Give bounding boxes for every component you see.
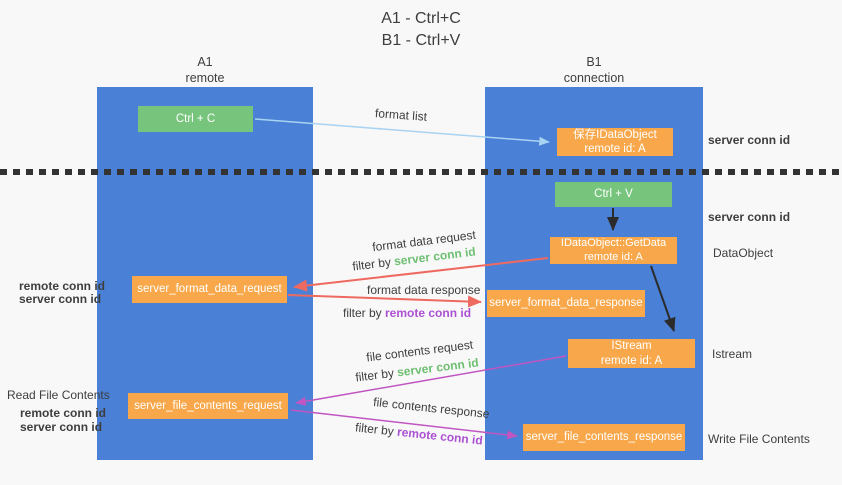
label-remote-conn-id-left-2: remote conn id	[20, 406, 107, 420]
node-ctrl-c: Ctrl + C	[138, 106, 253, 132]
label-format-list: format list	[374, 106, 428, 124]
label-remote-conn-id-left-1: remote conn id	[19, 279, 106, 293]
node-server-file-contents-request: server_file_contents_request	[128, 393, 288, 419]
node-istream-line2: remote id: A	[600, 354, 663, 367]
node-format-response-label: server_format_data_response	[489, 297, 643, 310]
label-server-conn-id-left-1: server conn id	[19, 292, 102, 306]
node-getdata-line2: remote id: A	[584, 250, 643, 263]
node-file-response-label: server_file_contents_response	[525, 431, 683, 444]
remote-conn-id-text: remote conn id	[385, 306, 472, 320]
label-format-data-response: format data response	[367, 283, 481, 297]
column-b1-name: B1	[586, 55, 602, 69]
node-istream: IStream remote id: A	[568, 339, 695, 368]
label-istream: Istream	[712, 347, 753, 361]
column-header-b1: B1 connection	[485, 55, 703, 86]
node-ctrl-v-label: Ctrl + V	[594, 188, 633, 201]
title-line-2: B1 - Ctrl+V	[381, 31, 461, 49]
node-idataobject-getdata: IDataObject::GetData remote id: A	[550, 237, 677, 264]
column-a1-role: remote	[185, 70, 225, 85]
title-line-1: A1 - Ctrl+C	[381, 10, 461, 27]
label-write-file-contents: Write File Contents	[708, 432, 810, 446]
label-server-conn-id-mid: server conn id	[708, 210, 791, 224]
label-filter-remote-conn-id-1: filter by remote conn id	[343, 306, 471, 320]
node-save-idataobject-line2: remote id: A	[584, 143, 646, 155]
session-divider-dotted-line	[0, 169, 842, 175]
column-a1-name: A1	[197, 55, 213, 69]
node-ctrl-c-label: Ctrl + C	[175, 112, 216, 125]
node-save-idataobject: 保存IDataObject remote id: A	[557, 128, 673, 156]
label-server-conn-id-left-2: server conn id	[20, 420, 103, 434]
node-ctrl-v: Ctrl + V	[555, 182, 672, 207]
label-filter-remote-conn-id-2: filter by remote conn id	[355, 420, 484, 447]
column-b1-role: connection	[563, 70, 625, 85]
node-getdata-line1: IDataObject::GetData	[560, 236, 667, 249]
column-header-a1: A1 remote	[97, 55, 313, 86]
node-save-idataobject-line1: 保存IDataObject	[573, 128, 657, 141]
filter-by-text: filter by	[351, 254, 396, 274]
filter-by-text: filter by	[354, 420, 398, 439]
node-istream-line1: IStream	[611, 340, 652, 353]
label-server-conn-id-top: server conn id	[708, 133, 791, 147]
node-server-file-contents-response: server_file_contents_response	[523, 424, 685, 451]
filter-by-text: filter by	[354, 365, 399, 385]
node-file-request-label: server_file_contents_request	[134, 399, 282, 412]
node-server-format-data-request: server_format_data_request	[132, 276, 287, 303]
node-format-request-label: server_format_data_request	[137, 283, 282, 296]
diagram-title: A1 - Ctrl+C B1 - Ctrl+V	[0, 8, 842, 51]
label-dataobject: DataObject	[713, 246, 774, 260]
remote-conn-id-text: remote conn id	[396, 424, 484, 448]
label-file-contents-response: file contents response	[372, 394, 491, 422]
node-server-format-data-response: server_format_data_response	[487, 290, 645, 317]
label-read-file-contents: Read File Contents	[7, 388, 110, 402]
filter-by-text: filter by	[343, 306, 386, 320]
